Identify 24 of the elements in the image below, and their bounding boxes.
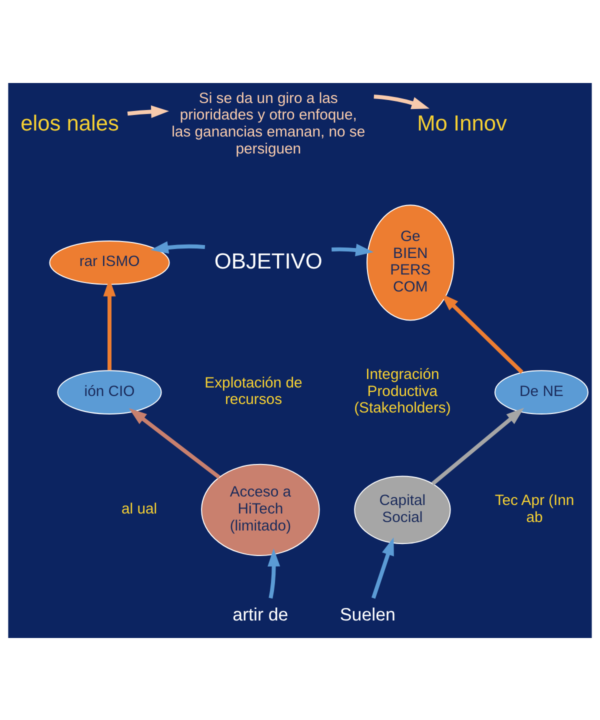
label: Integración Productiva (Stakeholders) [354, 366, 451, 416]
node-text: Mo Innov [417, 110, 507, 135]
arrow [332, 243, 374, 256]
arrow [268, 548, 280, 598]
node-ellipse: ión CIO [57, 370, 162, 414]
arrow [374, 94, 430, 109]
arrow [431, 407, 524, 485]
node-text: Si se da un giro a las prioridades y otro enfoque, las ganancias emanan, no se persiguen [172, 90, 366, 158]
arrow [440, 292, 524, 374]
node-ellipse: De NE [494, 370, 588, 414]
node-text: OBJETIVO [214, 248, 322, 273]
label: al ual [122, 500, 158, 517]
arrow [128, 408, 220, 478]
node-text: artir de [232, 604, 288, 624]
arrow [150, 240, 206, 254]
label: Explotación de recursos [204, 374, 302, 408]
arrow [371, 536, 394, 598]
arrow [127, 104, 170, 118]
node-ellipse: Ge BIEN PERS COM [366, 204, 454, 320]
node-text: elos nales [20, 110, 119, 135]
node-ellipse: Acceso a HiTech (limitado) [201, 463, 320, 556]
node-ellipse: Capital Social [354, 475, 451, 544]
label: Tec Apr (Inn ab [494, 492, 574, 526]
node-text: Suelen [340, 604, 396, 624]
